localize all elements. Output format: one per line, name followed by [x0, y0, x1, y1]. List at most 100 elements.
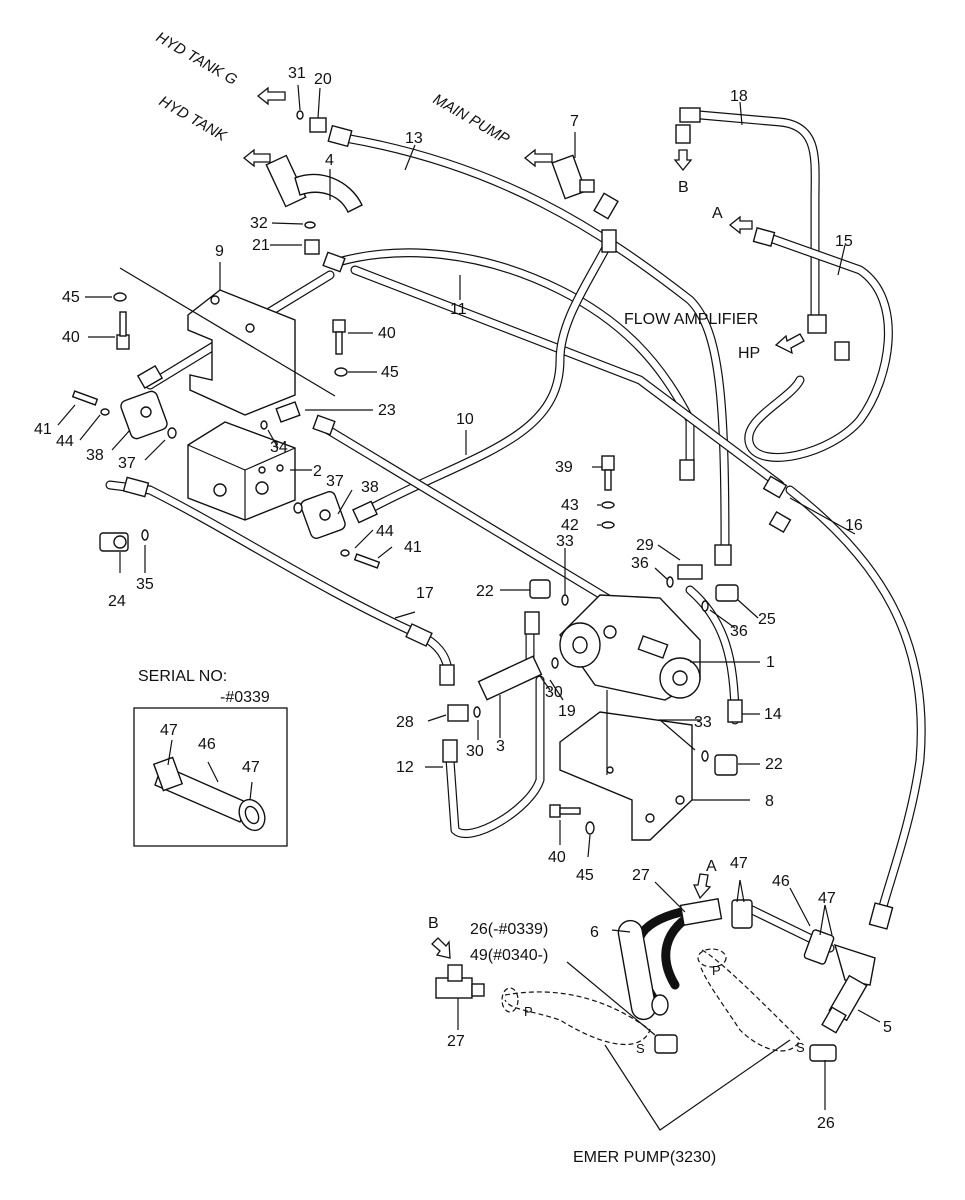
flow-amplifier-1	[559, 594, 701, 701]
callout-38b: 38	[361, 479, 379, 496]
label-b-bottom: B	[428, 915, 439, 932]
callout-46b: 46	[772, 873, 790, 890]
elbow-25	[715, 584, 739, 602]
elbow-24	[99, 532, 129, 552]
label-emer-pump: EMER PUMP(3230)	[573, 1149, 716, 1166]
label-port-s1: S	[636, 1041, 645, 1056]
label-hp: HP	[738, 345, 760, 362]
callout-30a: 30	[545, 684, 563, 701]
callout-33a: 33	[556, 533, 574, 550]
tee-29	[677, 564, 703, 580]
washer-45b	[334, 367, 348, 377]
callout-41a: 41	[34, 421, 52, 438]
callout-4: 4	[325, 152, 334, 169]
label-port-p2: P	[712, 963, 721, 978]
callout-24: 24	[108, 593, 126, 610]
callout-3: 3	[496, 738, 505, 755]
fitting-3	[477, 655, 543, 701]
arrow-a-bottom	[692, 873, 712, 900]
label-hyd-tank-g: HYD TANK G	[153, 29, 240, 89]
callout-31: 31	[288, 65, 306, 82]
callout-36a: 36	[631, 555, 649, 572]
callout-28: 28	[396, 714, 414, 731]
callout-6: 6	[590, 924, 599, 941]
callout-35: 35	[136, 576, 154, 593]
callout-46a: 46	[198, 736, 216, 753]
callout-44a: 44	[56, 433, 74, 450]
callout-32: 32	[250, 215, 268, 232]
callout-37a: 37	[118, 455, 136, 472]
bolt-39	[601, 455, 615, 491]
callout-45a: 45	[62, 289, 80, 306]
callout-40c: 40	[548, 849, 566, 866]
callout-15: 15	[835, 233, 853, 250]
callout-39: 39	[555, 459, 573, 476]
callout-10: 10	[456, 411, 474, 428]
callout-41b: 41	[404, 539, 422, 556]
callout-38a: 38	[86, 447, 104, 464]
label-hyd-tank: HYD TANK	[156, 93, 230, 146]
callout-1: 1	[766, 654, 775, 671]
emergency-pump-assembly	[435, 898, 876, 1062]
arrow-b-top	[673, 149, 693, 172]
callout-47a: 47	[160, 722, 178, 739]
callout-27a: 27	[632, 867, 650, 884]
serial-inset-box	[133, 707, 288, 847]
callout-47b: 47	[242, 759, 260, 776]
callout-33b: 33	[694, 714, 712, 731]
flange-38b	[300, 491, 346, 539]
main-pump-flange-7	[551, 154, 595, 200]
callout-17: 17	[416, 585, 434, 602]
callout-27b: 27	[447, 1033, 465, 1050]
label-note-26: 26(-#0339)	[470, 921, 548, 938]
callout-5: 5	[883, 1019, 892, 1036]
arrow-hyd-tank-g	[256, 86, 286, 106]
label-main-pump: MAIN PUMP	[430, 91, 512, 148]
arrow-b-bottom	[431, 937, 451, 959]
hoses	[105, 110, 926, 1015]
callout-30b: 30	[466, 743, 484, 760]
callout-26: 26	[817, 1115, 835, 1132]
bolt-40c	[549, 804, 581, 818]
callout-40b: 40	[378, 325, 396, 342]
callout-8: 8	[765, 793, 774, 810]
callout-22b: 22	[765, 756, 783, 773]
valve-block-2	[187, 421, 296, 521]
label-port-p1: P	[524, 1004, 533, 1019]
hose-end-fittings	[122, 107, 894, 930]
arrow-main-pump	[523, 148, 553, 168]
tee-28	[447, 704, 469, 722]
washer-45a	[113, 292, 127, 302]
orings	[100, 110, 709, 762]
callout-18: 18	[730, 88, 748, 105]
callout-37b: 37	[326, 473, 344, 490]
callout-14: 14	[764, 706, 782, 723]
callout-36b: 36	[730, 623, 748, 640]
callout-12: 12	[396, 759, 414, 776]
elbow-22-upper	[529, 579, 551, 599]
label-serial-range: -#0339	[220, 689, 270, 706]
flange-38a	[120, 390, 168, 440]
callout-25: 25	[758, 611, 776, 628]
label-serial-no: SERIAL NO:	[138, 668, 227, 685]
callout-34: 34	[270, 439, 288, 456]
callout-43: 43	[561, 497, 579, 514]
callout-29: 29	[636, 537, 654, 554]
callout-47d: 47	[818, 890, 836, 907]
callout-40a: 40	[62, 329, 80, 346]
label-port-s2: S	[796, 1040, 805, 1055]
elbow-22-lower	[714, 754, 738, 776]
bolt-41a	[71, 390, 99, 406]
callout-23: 23	[378, 402, 396, 419]
callout-7: 7	[570, 113, 579, 130]
callout-45b: 45	[381, 364, 399, 381]
callout-numbers: 31 20 4 13 7 18 15 32 21 9 11 45 40 40 4…	[34, 65, 892, 1132]
bolt-41b	[353, 553, 381, 569]
fitting-20	[309, 117, 327, 133]
callout-16: 16	[845, 517, 863, 534]
callout-11: 11	[450, 301, 467, 318]
callout-47c: 47	[730, 855, 748, 872]
leader-lines	[57, 84, 881, 1131]
bracket-9	[187, 289, 296, 416]
